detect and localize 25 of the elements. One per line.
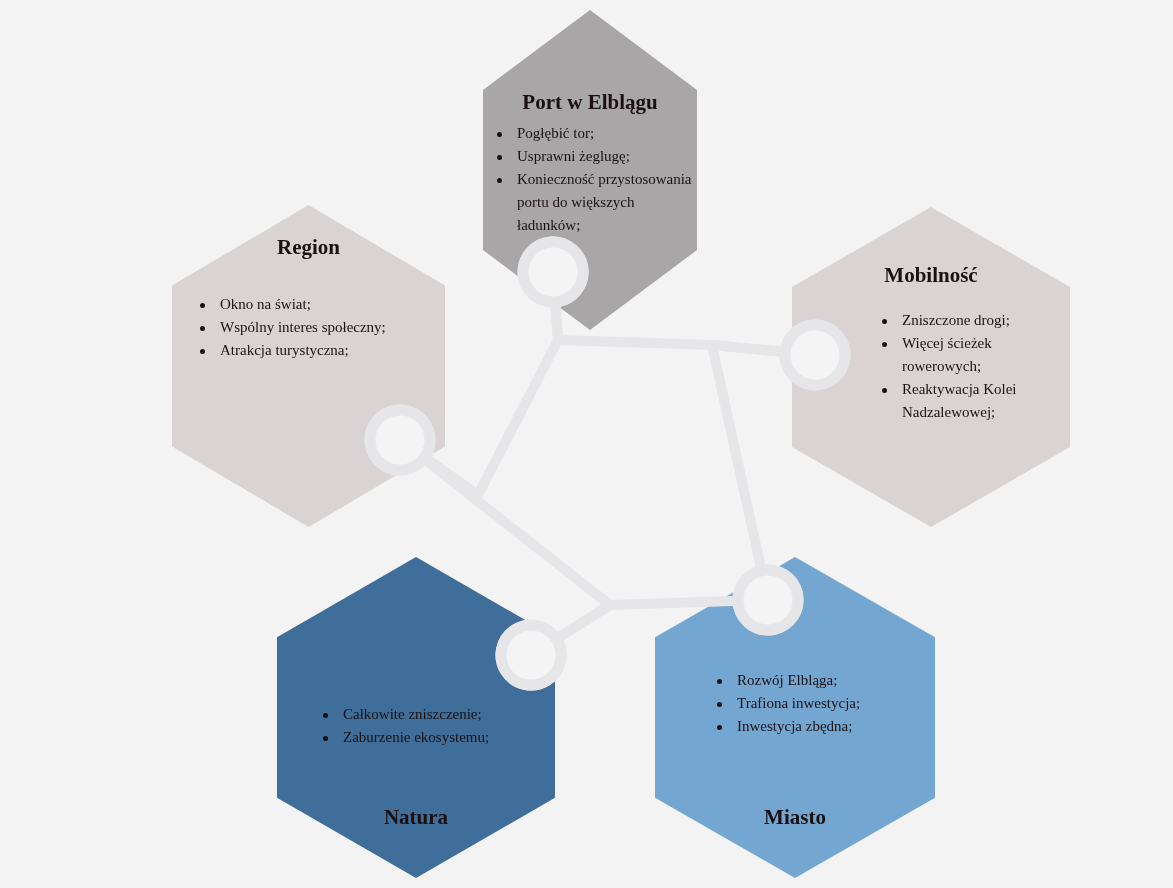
bullet-item: Więcej ścieżek rowerowych;: [902, 335, 992, 374]
hexagon-heading: Region: [276, 235, 341, 260]
bullet-item: Zniszczone drogi;: [902, 312, 1010, 328]
hexagon-node: [483, 10, 697, 330]
bullet-item: Rozwój Elbląga;: [737, 672, 838, 688]
bullet-item: Atrakcja turystyczna;: [220, 342, 349, 358]
bullet-item: Zaburzenie ekosystemu;: [343, 729, 490, 745]
hexagon-node: [792, 207, 1070, 527]
bullet-item: Pogłębić tor;: [517, 125, 595, 141]
hexagon-heading: Mobilność: [883, 263, 979, 288]
connector-line: [364, 236, 589, 500]
bullet-item: Konieczność przystosowania portu do większych ładunków;: [517, 171, 692, 233]
hexagon-node: [277, 557, 555, 878]
bullet-item: Reaktywacja Kolei Nadzalewowej;: [902, 381, 1017, 420]
hexagon-node: [172, 205, 445, 527]
hexagon-heading: Natura: [382, 805, 450, 830]
hexagon-heading: Miasto: [763, 805, 827, 830]
bullet-item: Wspólny interes społeczny;: [220, 319, 386, 335]
hexagon-node: [655, 557, 935, 878]
bullet-item: Okno na świat;: [220, 296, 311, 312]
hexagon-heading: Port w Elblągu: [521, 90, 659, 115]
bullet-item: Całkowite zniszczenie;: [343, 706, 482, 722]
bullet-item: Inwestycja zbędna;: [737, 718, 853, 734]
bullet-item: Usprawni żeglugę;: [517, 148, 630, 164]
bullet-item: Trafiona inwestycja;: [737, 695, 861, 711]
